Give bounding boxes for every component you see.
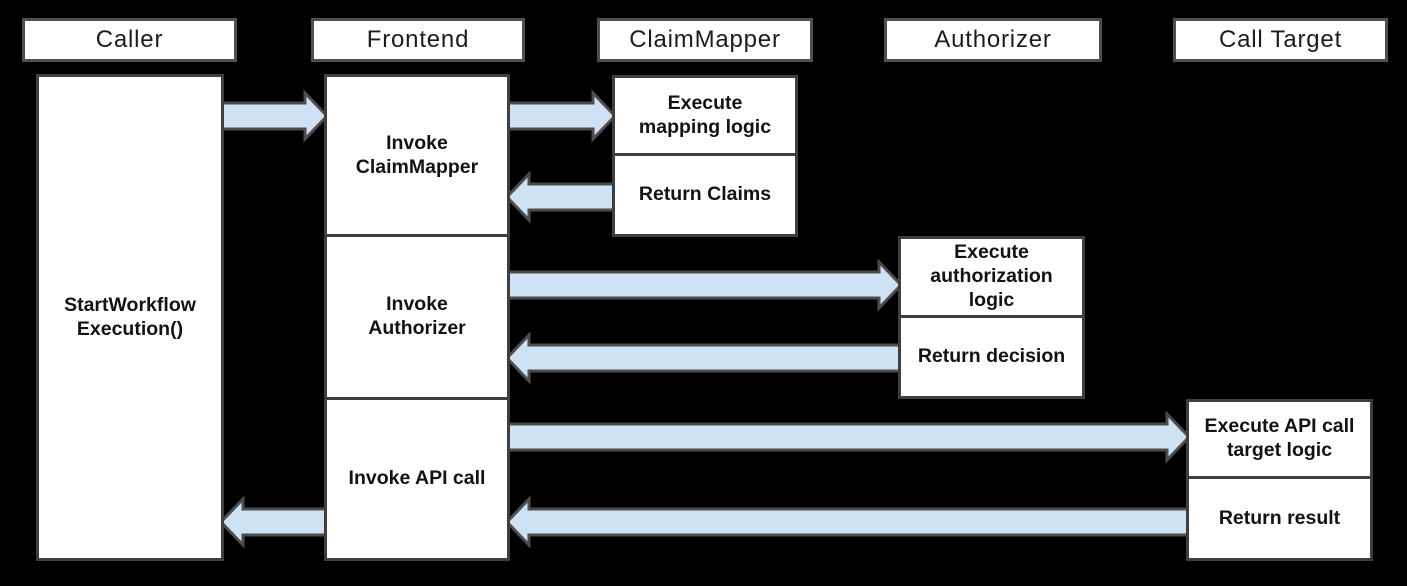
arrow-frontend-to-claimmapper <box>506 89 618 143</box>
activation-label: Invoke API call <box>348 467 486 490</box>
arrow-claimmapper-return-to-frontend <box>504 170 618 224</box>
activation-claimmapper-return-claims: Return Claims <box>612 153 798 237</box>
activation-label: Execute mapping logic <box>638 91 772 138</box>
activation-frontend-invoke-claimmapper: Invoke ClaimMapper <box>324 74 510 237</box>
activation-call-target-execute-api-call-target-logic: Execute API call target logic <box>1186 399 1373 479</box>
lifeline-title: Call Target <box>1218 26 1343 53</box>
activation-frontend-invoke-authorizer: Invoke Authorizer <box>324 234 510 400</box>
lifeline-header-frontend: Frontend <box>311 18 525 62</box>
activation-call-target-return-result: Return result <box>1186 476 1373 561</box>
activation-label: Invoke Authorizer <box>368 293 466 339</box>
activation-claimmapper-execute-mapping-logic: Execute mapping logic <box>612 75 798 156</box>
arrow-authorizer-return-to-frontend <box>504 331 904 385</box>
arrow-frontend-to-authorizer <box>506 258 904 312</box>
lifeline-title: Caller <box>95 26 164 53</box>
lifeline-title: Frontend <box>366 26 470 53</box>
activation-label: Execute authorization logic <box>930 241 1053 311</box>
activation-authorizer-execute-authorization-logic: Execute authorization logic <box>898 236 1085 318</box>
lifeline-header-claimmapper: ClaimMapper <box>597 18 813 62</box>
arrow-frontend-return-to-caller <box>218 495 330 549</box>
activation-label: Return result <box>1218 506 1341 529</box>
activation-label: Invoke ClaimMapper <box>355 131 479 178</box>
lifeline-title: ClaimMapper <box>629 26 781 53</box>
activation-frontend-invoke-api-call: Invoke API call <box>324 397 510 561</box>
activation-label: Return decision <box>917 345 1066 368</box>
activation-label: Return Claims <box>638 183 772 206</box>
activation-label: Execute API call target logic <box>1204 415 1355 461</box>
arrow-frontend-to-call-target <box>506 410 1192 464</box>
activation-label: StartWorkflow Execution() <box>64 293 196 340</box>
arrow-caller-to-frontend <box>220 89 330 143</box>
lifeline-header-authorizer: Authorizer <box>884 18 1102 62</box>
arrow-call-target-return-to-frontend <box>504 495 1192 549</box>
lifeline-header-call-target: Call Target <box>1173 18 1388 62</box>
activation-caller-startworkflowexecution: StartWorkflow Execution() <box>36 74 224 561</box>
lifeline-header-caller: Caller <box>22 18 237 62</box>
lifeline-title: Authorizer <box>934 26 1052 53</box>
activation-authorizer-return-decision: Return decision <box>898 315 1085 399</box>
